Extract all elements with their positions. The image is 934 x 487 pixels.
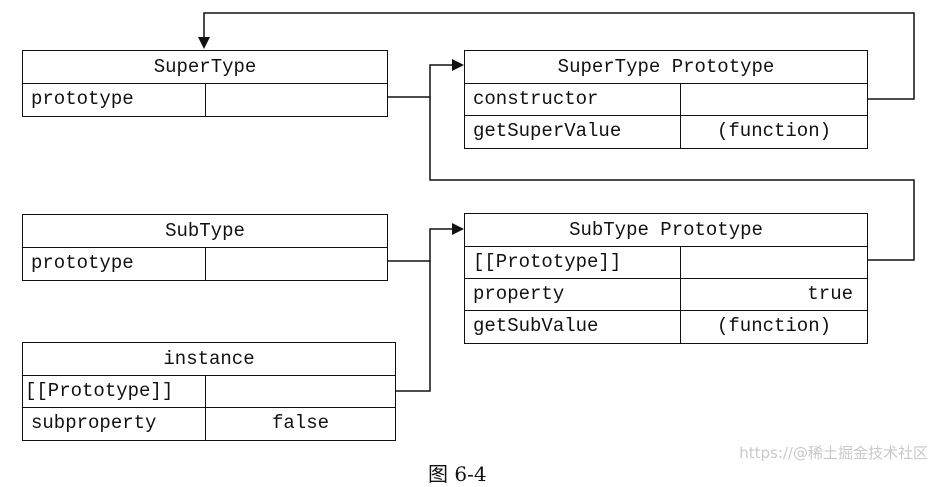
instance-key-subproperty: subproperty [23, 408, 206, 440]
subtype-proto-val-getsubvalue: (function) [716, 315, 832, 337]
supertype-proto-val-constructor [681, 84, 867, 115]
subtype-key-prototype: prototype [23, 248, 206, 280]
instance-key-prototype: [[Prototype]] [23, 376, 206, 407]
supertype-val-prototype [206, 84, 387, 116]
supertype-prototype-box: SuperType Prototype constructor getSuper… [464, 50, 868, 149]
instance-title: instance [23, 343, 395, 376]
subtype-proto-row-prototype: [[Prototype]] [465, 247, 867, 279]
subtype-proto-key-property: property [465, 279, 681, 310]
connector-subproto-to-superproto [429, 97, 915, 261]
supertype-row-prototype: prototype [23, 84, 387, 116]
subtype-prototype-title: SubType Prototype [465, 214, 867, 247]
supertype-proto-row-constructor: constructor [465, 84, 867, 116]
instance-row-prototype: [[Prototype]] [23, 376, 395, 408]
supertype-proto-key-getsupervalue: getSuperValue [465, 116, 681, 148]
watermark: https://@稀土掘金技术社区 [739, 444, 928, 462]
supertype-key-prototype: prototype [23, 84, 206, 116]
subtype-prototype-box: SubType Prototype [[Prototype]] property… [464, 213, 868, 344]
supertype-proto-key-constructor: constructor [465, 84, 681, 115]
supertype-proto-val-getsupervalue: (function) [716, 120, 832, 142]
subtype-proto-key-prototype: [[Prototype]] [465, 247, 681, 278]
subtype-title: SubType [23, 215, 387, 248]
figure-caption: 图 6-4 [428, 462, 487, 486]
subtype-proto-key-getsubvalue: getSubValue [465, 311, 681, 343]
supertype-prototype-title: SuperType Prototype [465, 51, 867, 84]
supertype-title: SuperType [23, 51, 387, 84]
subtype-proto-row-getsubvalue: getSubValue (function) [465, 311, 867, 343]
connector-constructor-to-supertype [198, 12, 915, 100]
subtype-val-prototype [206, 248, 387, 280]
instance-box: instance [[Prototype]] subproperty false [22, 342, 396, 441]
subtype-proto-row-property: property true [465, 279, 867, 311]
instance-val-prototype [206, 376, 395, 407]
subtype-box: SubType prototype [22, 214, 388, 281]
instance-row-subproperty: subproperty false [23, 408, 395, 440]
subtype-proto-val-property: true [807, 283, 853, 305]
subtype-proto-val-prototype [681, 247, 867, 278]
supertype-box: SuperType prototype [22, 50, 388, 117]
supertype-proto-row-getsupervalue: getSuperValue (function) [465, 116, 867, 148]
subtype-row-prototype: prototype [23, 248, 387, 280]
instance-val-subproperty: false [271, 412, 329, 434]
